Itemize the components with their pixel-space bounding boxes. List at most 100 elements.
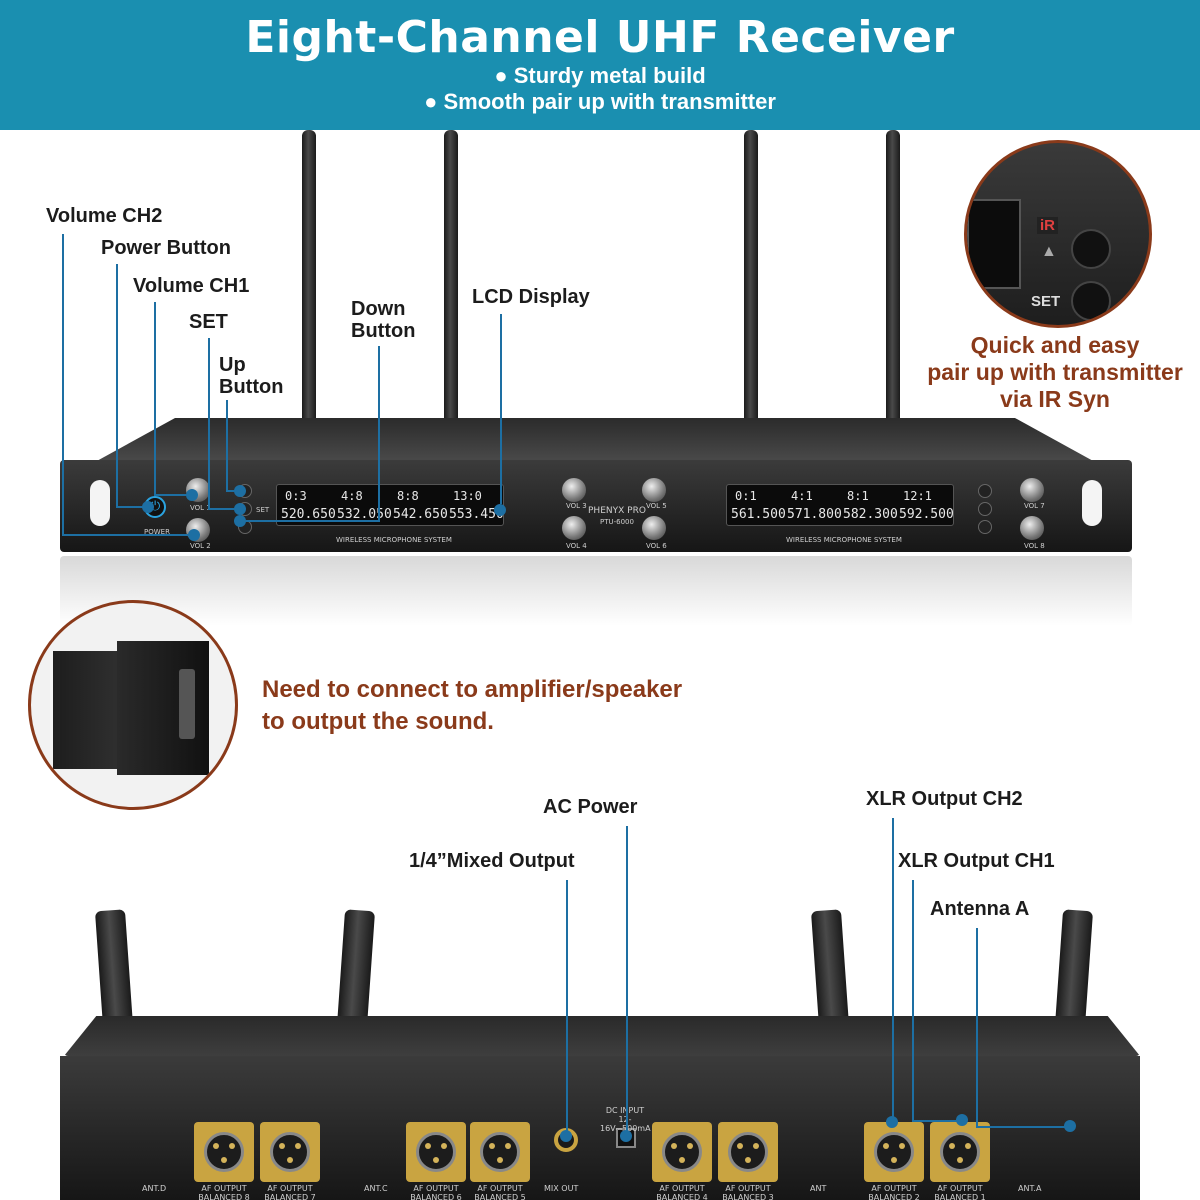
port-label-6: AF OUTPUT BALANCED 6 (410, 1184, 462, 1200)
speaker-right (117, 641, 209, 775)
leader-up-h (226, 490, 238, 492)
xlr-out-4[interactable] (652, 1122, 712, 1182)
label-xlr-ch2: XLR Output CH2 (866, 788, 1023, 810)
receiver-rear-top (64, 1016, 1140, 1056)
set-button-right[interactable] (978, 502, 992, 516)
xlr-out-8[interactable] (194, 1122, 254, 1182)
lcd-right-freq-3: 582.300 (843, 507, 898, 522)
header-banner: Eight-Channel UHF Receiver ● Sturdy meta… (0, 0, 1200, 130)
leader-lcd (500, 314, 502, 504)
port-label-2: AF OUTPUT BALANCED 2 (868, 1184, 920, 1200)
front-antenna-3 (744, 130, 758, 430)
receiver-front-panel: ⏻ POWER VOL 1 VOL 2 SET 0:3 520.650 4:8 … (60, 460, 1132, 552)
lcd-right-freq-4: 592.500 (899, 507, 954, 522)
lcd-left-freq-4: 553.450 (449, 507, 504, 522)
dc-input-label: DC INPUT 12-16V⎓500mA (600, 1106, 651, 1133)
dot-lcd (494, 504, 506, 516)
ir-set-label: SET (1031, 293, 1061, 310)
page-title: Eight-Channel UHF Receiver (245, 12, 955, 63)
ant-d-label: ANT.D (142, 1184, 167, 1193)
volume-knob-ch3[interactable] (562, 478, 586, 502)
vol7-label: VOL 7 (1024, 502, 1045, 510)
ir-callout-line-3: via IR Syn (1000, 386, 1110, 412)
dot-power (142, 501, 154, 513)
set-label-left: SET (256, 506, 270, 514)
lcd-left-ch-4: 13:0 (453, 489, 482, 503)
rack-ear-left (90, 480, 110, 526)
label-up-button: Up Button (219, 354, 284, 398)
ir-up-button[interactable] (1071, 229, 1111, 269)
speaker-port-icon (179, 669, 195, 739)
up-button-right[interactable] (978, 484, 992, 498)
lcd-display-right: 0:1 561.500 4:1 571.800 8:1 582.300 12:1… (726, 484, 954, 526)
ir-callout-line-1: Quick and easy (970, 332, 1140, 358)
lcd-right-ch-4: 12:1 (903, 489, 932, 503)
front-antenna-4 (886, 130, 900, 430)
label-mixed-output: 1/4”Mixed Output (409, 850, 575, 872)
down-button-right[interactable] (978, 520, 992, 534)
leader-volume-ch1-h (154, 494, 188, 496)
model-label: PTU-6000 (600, 518, 634, 526)
xlr-out-5[interactable] (470, 1122, 530, 1182)
label-volume-ch1: Volume CH1 (133, 275, 250, 297)
dot-ac-power (620, 1130, 632, 1142)
ant-b-label: ANT (810, 1184, 827, 1193)
speaker-zoom-circle (28, 600, 238, 810)
volume-knob-ch6[interactable] (642, 516, 666, 540)
lcd-left-freq-1: 520.650 (281, 507, 336, 522)
port-label-8: AF OUTPUT BALANCED 8 (198, 1184, 250, 1200)
xlr-out-1[interactable] (930, 1122, 990, 1182)
label-volume-ch2: Volume CH2 (46, 205, 163, 227)
vol2-label: VOL 2 (190, 542, 211, 550)
volume-knob-ch5[interactable] (642, 478, 666, 502)
volume-knob-ch4[interactable] (562, 516, 586, 540)
lcd-left-ch-1: 0:3 (285, 489, 307, 503)
vol4-label: VOL 4 (566, 542, 587, 550)
ir-set-button[interactable] (1071, 281, 1111, 321)
leader-set (208, 338, 210, 510)
up-arrow-icon: ▲ (1041, 243, 1057, 260)
leader-ac-power (626, 826, 628, 1136)
dot-up (234, 485, 246, 497)
speaker-callout-text: Need to connect to amplifier/speaker to … (262, 674, 682, 738)
dot-antenna-a (1064, 1120, 1076, 1132)
label-lcd-display: LCD Display (472, 286, 590, 308)
lcd-display-left: 0:3 520.650 4:8 532.050 8:8 542.650 13:0… (276, 484, 504, 526)
volume-knob-ch7[interactable] (1020, 478, 1044, 502)
lcd-right-ch-3: 8:1 (847, 489, 869, 503)
receiver-top-face (95, 418, 1095, 462)
lcd-left-ch-2: 4:8 (341, 489, 363, 503)
xlr-out-3[interactable] (718, 1122, 778, 1182)
leader-xlr-ch1 (912, 880, 914, 1120)
port-label-5: AF OUTPUT BALANCED 5 (474, 1184, 526, 1200)
leader-up (226, 400, 228, 492)
label-down-button: Down Button (351, 298, 416, 342)
port-label-3: AF OUTPUT BALANCED 3 (722, 1184, 774, 1200)
volume-knob-ch8[interactable] (1020, 516, 1044, 540)
lcd-right-freq-1: 561.500 (731, 507, 786, 522)
ir-callout-text: Quick and easy pair up with transmitter … (910, 332, 1200, 413)
port-label-1: AF OUTPUT BALANCED 1 (934, 1184, 986, 1200)
vol8-label: VOL 8 (1024, 542, 1045, 550)
ir-zoom-circle: iR ▲ SET (964, 140, 1152, 328)
system-label-left: WIRELESS MICROPHONE SYSTEM (336, 536, 452, 544)
ant-c-label: ANT.C (364, 1184, 388, 1193)
receiver-rear-panel: AF OUTPUT BALANCED 8 AF OUTPUT BALANCED … (60, 1056, 1140, 1200)
port-label-4: AF OUTPUT BALANCED 4 (656, 1184, 708, 1200)
xlr-out-7[interactable] (260, 1122, 320, 1182)
power-label: POWER (144, 528, 170, 536)
xlr-out-2[interactable] (864, 1122, 924, 1182)
leader-volume-ch2 (62, 234, 64, 536)
label-set: SET (189, 311, 228, 333)
leader-mixed-output (566, 880, 568, 1136)
speaker-callout-line-1: Need to connect to amplifier/speaker (262, 676, 683, 703)
brand-label: PHENYX PRO (588, 506, 646, 516)
rack-ear-right (1082, 480, 1102, 526)
leader-power-h (116, 506, 148, 508)
xlr-out-6[interactable] (406, 1122, 466, 1182)
vol3-label: VOL 3 (566, 502, 587, 510)
ir-badge: iR (1037, 217, 1058, 234)
leader-set-h (208, 508, 238, 510)
leader-volume-ch1 (154, 302, 156, 496)
label-power-button: Power Button (101, 237, 231, 259)
